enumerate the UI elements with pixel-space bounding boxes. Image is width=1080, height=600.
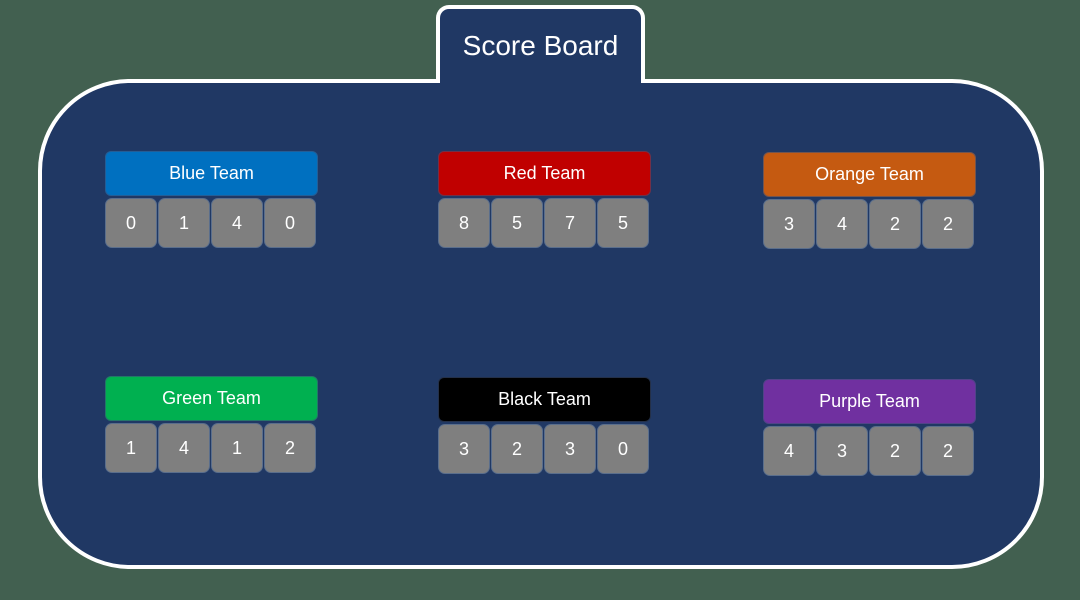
score-digit: 8 [438, 198, 490, 248]
scoreboard-title: Score Board [462, 30, 619, 61]
team-name-label: Purple Team [819, 391, 920, 411]
title-tab-joint [440, 78, 641, 86]
score-digit: 2 [922, 426, 974, 476]
score-digits: 1 4 1 2 [105, 423, 318, 473]
score-digit: 3 [763, 199, 815, 249]
scoreboard-title-tab: Score Board [436, 5, 645, 81]
score-digit: 1 [158, 198, 210, 248]
score-digit: 3 [544, 424, 596, 474]
score-digit: 2 [491, 424, 543, 474]
score-digits: 0 1 4 0 [105, 198, 318, 248]
team-card-purple: Purple Team 4 3 2 2 [763, 379, 976, 476]
score-digits: 8 5 7 5 [438, 198, 651, 248]
score-digit: 2 [869, 199, 921, 249]
score-digit: 0 [105, 198, 157, 248]
team-card-red: Red Team 8 5 7 5 [438, 151, 651, 248]
team-card-black: Black Team 3 2 3 0 [438, 377, 651, 474]
team-card-orange: Orange Team 3 4 2 2 [763, 152, 976, 249]
team-name-header: Blue Team [105, 151, 318, 196]
score-digit: 2 [922, 199, 974, 249]
score-digit: 4 [763, 426, 815, 476]
score-digit: 3 [816, 426, 868, 476]
score-digit: 5 [491, 198, 543, 248]
score-digits: 4 3 2 2 [763, 426, 976, 476]
score-digits: 3 2 3 0 [438, 424, 651, 474]
team-name-header: Orange Team [763, 152, 976, 197]
score-digit: 5 [597, 198, 649, 248]
score-digit: 7 [544, 198, 596, 248]
score-digit: 4 [816, 199, 868, 249]
team-name-header: Black Team [438, 377, 651, 422]
score-digit: 2 [869, 426, 921, 476]
team-name-label: Red Team [503, 163, 586, 183]
team-card-blue: Blue Team 0 1 4 0 [105, 151, 318, 248]
score-digit: 0 [597, 424, 649, 474]
score-digit: 3 [438, 424, 490, 474]
score-digit: 4 [211, 198, 263, 248]
score-digits: 3 4 2 2 [763, 199, 976, 249]
team-name-header: Green Team [105, 376, 318, 421]
team-name-label: Black Team [498, 389, 591, 409]
team-name-label: Blue Team [169, 163, 254, 183]
team-name-label: Green Team [162, 388, 261, 408]
score-digit: 0 [264, 198, 316, 248]
team-card-green: Green Team 1 4 1 2 [105, 376, 318, 473]
team-name-label: Orange Team [815, 164, 924, 184]
score-digit: 4 [158, 423, 210, 473]
team-name-header: Purple Team [763, 379, 976, 424]
team-name-header: Red Team [438, 151, 651, 196]
score-digit: 2 [264, 423, 316, 473]
score-digit: 1 [105, 423, 157, 473]
score-digit: 1 [211, 423, 263, 473]
